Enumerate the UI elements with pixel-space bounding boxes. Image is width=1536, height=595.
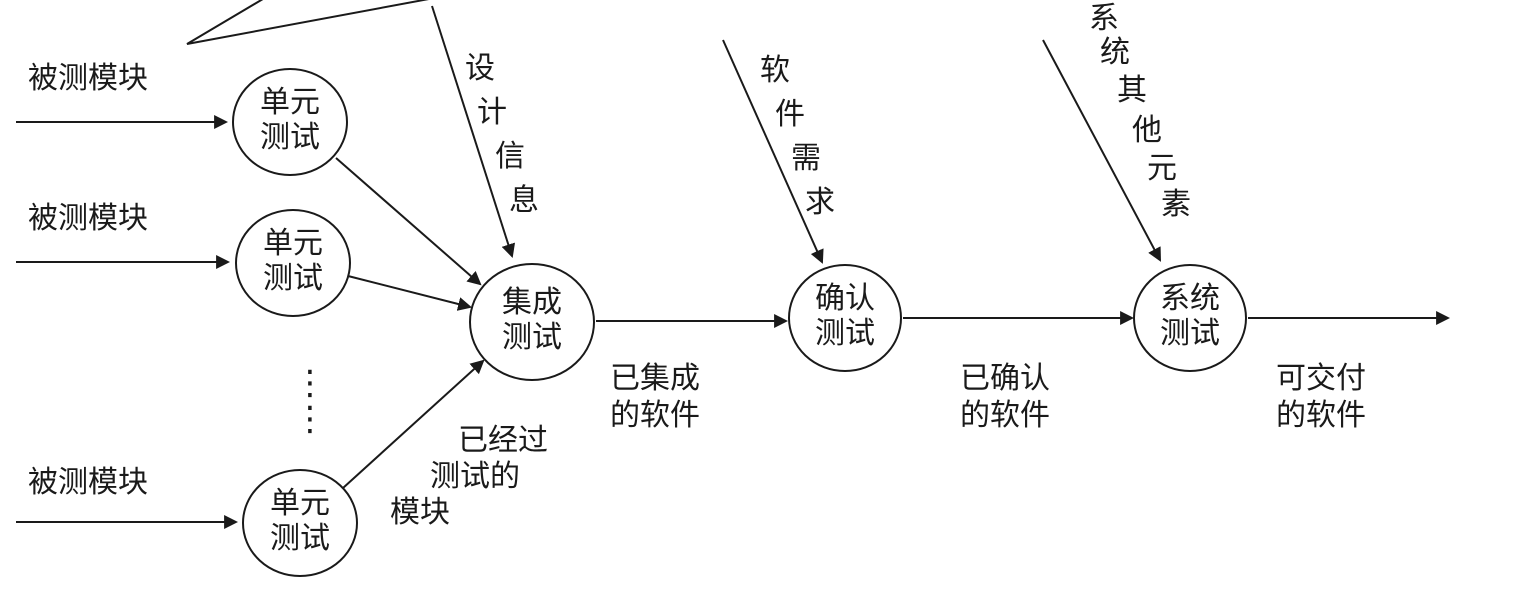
deliverable-software-label-line1: 可交付	[1276, 362, 1366, 395]
software-req-char-2: 件	[775, 98, 805, 131]
system-elements-char-4: 他	[1132, 114, 1162, 147]
system-elements-char-1: 系	[1089, 2, 1119, 35]
arrow-unit2-to-integration	[347, 275, 473, 311]
design-info-char-1: 设	[465, 52, 495, 85]
arrow-software-requirements	[722, 39, 824, 264]
deliverable-software-label-line2: 的软件	[1276, 399, 1366, 432]
node-unit-test-1-label-line2: 测试	[260, 121, 320, 154]
input-label-module-3: 被测模块	[28, 466, 148, 499]
tested-modules-label-line1: 已经过	[458, 424, 548, 457]
node-system-test	[1133, 264, 1247, 372]
design-info-char-4: 息	[509, 184, 539, 217]
integrated-software-label-line1: 已集成	[610, 362, 700, 395]
node-system-test-label-line2: 测试	[1160, 317, 1220, 350]
software-req-char-1: 软	[760, 54, 790, 87]
input-label-module-1: 被测模块	[28, 62, 148, 95]
node-unit-test-3	[242, 469, 358, 577]
system-elements-char-3: 其	[1117, 74, 1147, 107]
cropped-arrow-shape	[186, 0, 429, 45]
system-elements-char-6: 素	[1161, 188, 1191, 221]
node-integration-test-label-line2: 测试	[502, 321, 562, 354]
node-validation-test-label-line1: 确认	[815, 282, 875, 315]
software-req-char-3: 需	[791, 142, 821, 175]
node-unit-test-2-label-line2: 测试	[263, 262, 323, 295]
vertical-ellipsis-top: ⋮	[293, 363, 327, 403]
node-system-test-label-line1: 系统	[1160, 282, 1220, 315]
node-integration-test-label-line1: 集成	[502, 286, 562, 319]
node-validation-test-label-line2: 测试	[815, 317, 875, 350]
arrow-design-info	[431, 5, 516, 259]
system-elements-char-2: 统	[1100, 36, 1130, 69]
system-elements-char-5: 元	[1147, 152, 1177, 185]
vertical-ellipsis-bottom: ⋮	[293, 399, 327, 439]
tested-modules-label-line2: 测试的	[430, 460, 520, 493]
node-unit-test-3-label-line1: 单元	[270, 487, 330, 520]
node-unit-test-2	[235, 209, 351, 317]
arrow-unit1-to-integration	[335, 157, 482, 286]
node-unit-test-1	[232, 68, 348, 176]
design-info-char-2: 计	[477, 96, 507, 129]
node-unit-test-3-label-line2: 测试	[270, 522, 330, 555]
node-unit-test-2-label-line1: 单元	[263, 227, 323, 260]
node-integration-test	[469, 263, 595, 381]
arrow-system-other-elements	[1042, 39, 1161, 262]
software-req-char-4: 求	[805, 186, 835, 219]
arrow-unit3-to-integration	[342, 359, 485, 489]
design-info-char-3: 信	[495, 140, 525, 173]
integrated-software-label-line2: 的软件	[610, 399, 700, 432]
input-label-module-2: 被测模块	[28, 202, 148, 235]
node-unit-test-1-label-line1: 单元	[260, 86, 320, 119]
validated-software-label-line2: 的软件	[960, 399, 1050, 432]
tested-modules-label-line3: 模块	[390, 496, 450, 529]
validated-software-label-line1: 已确认	[960, 362, 1050, 395]
node-validation-test	[788, 264, 902, 372]
